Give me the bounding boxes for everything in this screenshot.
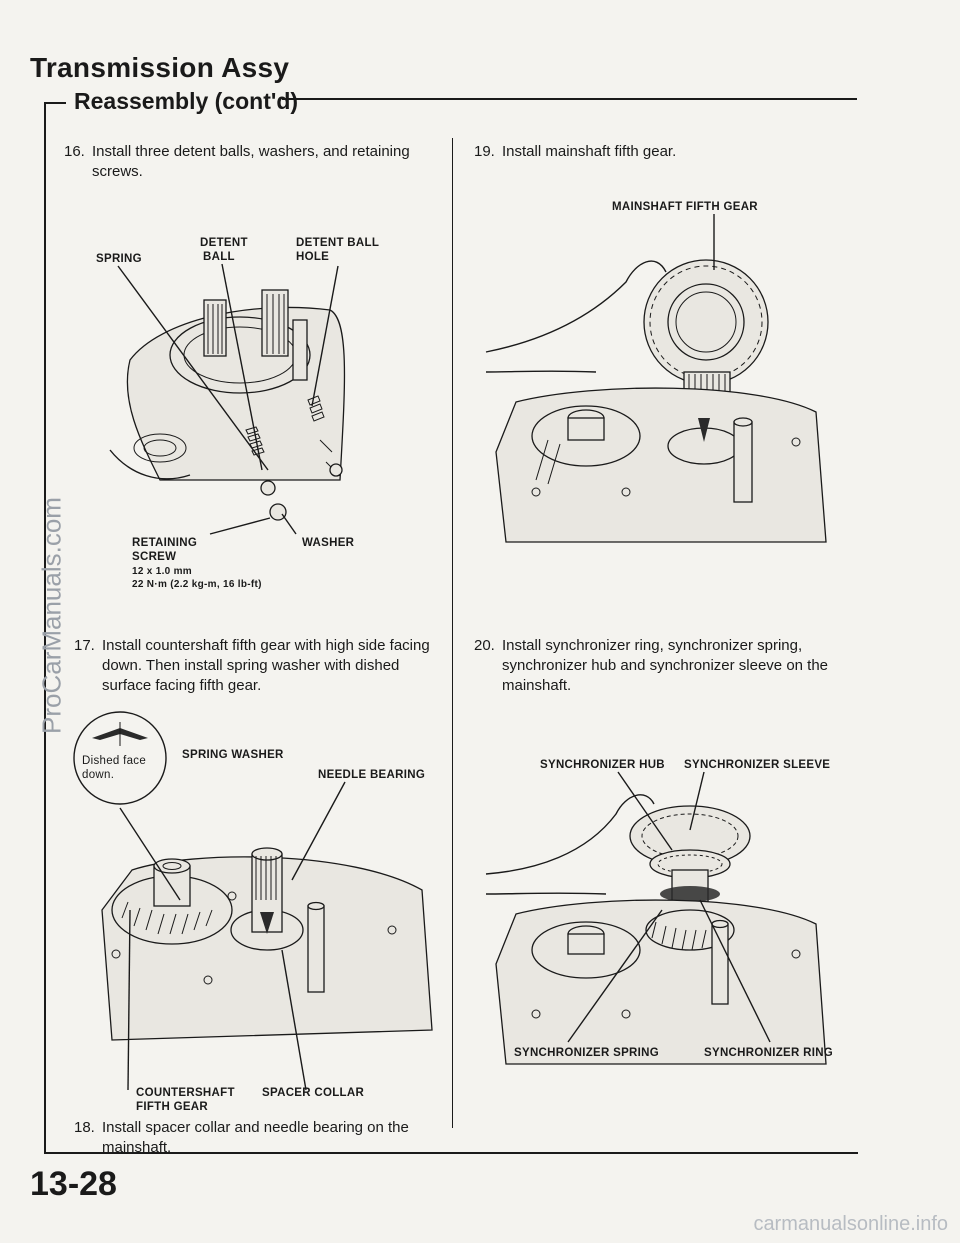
label-retaining-3: 12 x 1.0 mm bbox=[132, 566, 193, 577]
step-text: Install spacer collar and needle bearing… bbox=[102, 1119, 409, 1156]
figure-17-illustration bbox=[101, 847, 433, 1041]
label-retaining-4: 22 N·m (2.2 kg-m, 16 lb-ft) bbox=[132, 579, 262, 590]
label-dished-face-1: Dished face bbox=[82, 755, 147, 767]
step-text: Install mainshaft fifth gear. bbox=[502, 143, 677, 160]
header-rule-left bbox=[44, 102, 66, 104]
step-number: 19. bbox=[474, 143, 495, 160]
section-subtitle: Reassembly (cont'd) bbox=[74, 88, 299, 114]
figure-16-detent-illustration bbox=[109, 289, 346, 521]
label-retaining-2: SCREW bbox=[132, 551, 177, 563]
step-number: 18. bbox=[74, 1119, 95, 1136]
label-detent-hole-1: DETENT BALL bbox=[296, 237, 380, 249]
label-retaining-1: RETAINING bbox=[132, 537, 198, 549]
label-dished-face-2: down. bbox=[82, 769, 115, 781]
label-spring-washer: SPRING WASHER bbox=[182, 749, 284, 761]
step-text: Install synchronizer ring, synchronizer … bbox=[502, 637, 829, 694]
step-20: 20. Install synchronizer ring, synchroni… bbox=[474, 636, 858, 696]
step-17: 17. Install countershaft fifth gear with… bbox=[74, 636, 436, 696]
left-frame-rule bbox=[44, 102, 46, 1154]
figure-17-inset-circle bbox=[73, 711, 167, 805]
label-synchronizer-spring: SYNCHRONIZER SPRING bbox=[514, 1047, 659, 1059]
label-countershaft-2: FIFTH GEAR bbox=[136, 1101, 208, 1113]
step-number: 20. bbox=[474, 637, 495, 654]
column-divider bbox=[452, 138, 453, 1128]
page-title: Transmission Assy bbox=[30, 52, 290, 83]
figure-20-illustration bbox=[485, 794, 827, 1065]
label-detent-ball-1: DETENT bbox=[200, 237, 248, 249]
header-rule-right bbox=[282, 98, 857, 100]
label-detent-hole-2: HOLE bbox=[296, 251, 330, 263]
label-spring: SPRING bbox=[96, 253, 142, 265]
step-18: 18. Install spacer collar and needle bea… bbox=[74, 1118, 436, 1158]
label-needle-bearing: NEEDLE BEARING bbox=[318, 769, 426, 781]
step-number: 16. bbox=[64, 143, 85, 160]
label-synchronizer-sleeve: SYNCHRONIZER SLEEVE bbox=[684, 759, 831, 771]
label-countershaft-1: COUNTERSHAFT bbox=[136, 1087, 235, 1099]
step-16: 16. Install three detent balls, washers,… bbox=[64, 142, 434, 182]
footer-watermark: carmanualsonline.info bbox=[753, 1213, 948, 1235]
label-spacer-collar: SPACER COLLAR bbox=[262, 1087, 365, 1099]
figure-19-illustration bbox=[485, 259, 827, 543]
label-synchronizer-hub: SYNCHRONIZER HUB bbox=[540, 759, 665, 771]
page-number: 13-28 bbox=[30, 1165, 117, 1203]
footer-rule bbox=[44, 1152, 858, 1154]
step-text: Install three detent balls, washers, and… bbox=[92, 143, 410, 180]
label-detent-ball-2: BALL bbox=[203, 251, 235, 263]
step-text: Install countershaft fifth gear with hig… bbox=[102, 637, 430, 694]
step-number: 17. bbox=[74, 637, 95, 654]
label-mainshaft-fifth-gear: MAINSHAFT FIFTH GEAR bbox=[612, 201, 758, 213]
label-washer: WASHER bbox=[302, 537, 355, 549]
label-synchronizer-ring: SYNCHRONIZER RING bbox=[704, 1047, 834, 1059]
step-19: 19. Install mainshaft fifth gear. bbox=[474, 142, 854, 162]
